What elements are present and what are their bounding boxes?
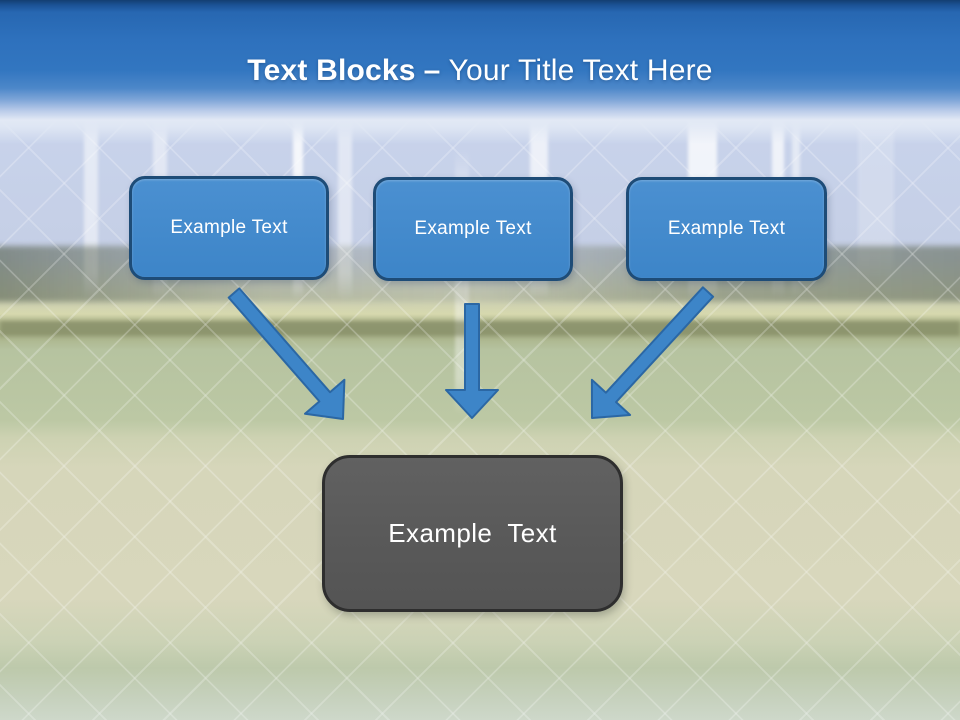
text-block-3[interactable]: Example Text	[626, 177, 827, 281]
arrow-down-left-icon[interactable]	[590, 286, 715, 419]
text-block-2[interactable]: Example Text	[373, 177, 573, 281]
arrow-down-icon[interactable]	[445, 303, 499, 419]
summary-block-label: Example Text	[388, 518, 557, 548]
slide-title[interactable]: Text Blocks–Your Title Text Here	[0, 56, 960, 86]
arrow-down-right-icon[interactable]	[227, 287, 346, 420]
text-block-1[interactable]: Example Text	[129, 176, 329, 280]
summary-block[interactable]: Example Text	[322, 455, 623, 612]
text-block-3-label: Example Text	[667, 218, 786, 239]
text-block-1-label: Example Text	[170, 217, 288, 238]
title-placeholder-text: Your Title Text Here	[448, 54, 713, 87]
text-block-2-label: Example Text	[414, 218, 532, 239]
title-separator: –	[423, 54, 441, 87]
title-bar	[0, 0, 960, 144]
title-bold-text: Text Blocks	[247, 54, 416, 87]
